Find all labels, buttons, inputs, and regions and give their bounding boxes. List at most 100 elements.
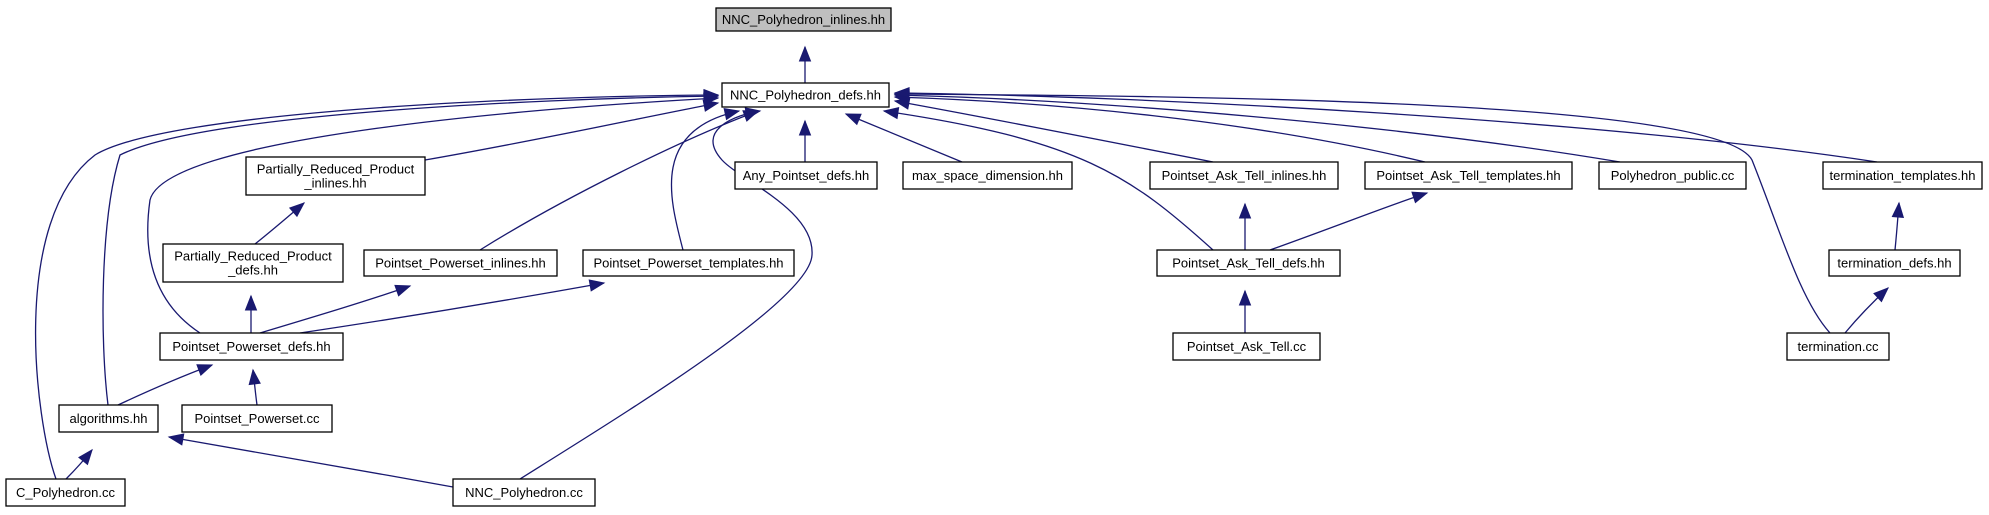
node-algorithms[interactable]: algorithms.hh	[58, 404, 159, 433]
node-box	[1156, 249, 1341, 277]
node-nnc-cc[interactable]: NNC_Polyhedron.cc	[452, 478, 596, 507]
edge-nnc_defs-to-nnc_inlines	[798, 45, 812, 83]
arrowhead-icon	[882, 106, 900, 120]
node-pat-inlines[interactable]: Pointset_Ask_Tell_inlines.hh	[1149, 161, 1339, 190]
node-label: Pointset_Ask_Tell_templates.hh	[1376, 168, 1560, 183]
arrowhead-icon	[893, 86, 910, 100]
edge-c_poly-to-algorithms	[65, 448, 93, 480]
node-label: Partially_Reduced_Product	[174, 249, 332, 264]
node-nnc-defs[interactable]: NNC_Polyhedron_defs.hh	[721, 82, 890, 108]
node-label: Pointset_Powerset_inlines.hh	[375, 256, 546, 271]
edge-pps_defs-to-pps_inlines	[259, 284, 412, 334]
arrowhead-icon	[1873, 287, 1890, 303]
node-label: NNC_Polyhedron_defs.hh	[730, 88, 881, 103]
node-pps-cc[interactable]: Pointset_Powerset.cc	[181, 404, 333, 433]
edge-pat_cc-to-pat_defs	[1238, 289, 1252, 333]
node-label: Pointset_Powerset.cc	[194, 411, 320, 426]
node-label: max_space_dimension.hh	[912, 168, 1063, 183]
node-box	[58, 404, 159, 433]
edge-prp_inlines-to-nnc_defs	[424, 99, 720, 161]
node-box	[1149, 161, 1339, 190]
edge-term_cc-to-term_defs	[1844, 287, 1890, 334]
arrowhead-icon	[78, 448, 93, 466]
node-box	[1822, 161, 1983, 190]
node-box	[715, 7, 892, 32]
arrowhead-icon	[244, 294, 258, 311]
node-label: NNC_Polyhedron.cc	[465, 485, 583, 500]
edge-c_poly-to-nnc_defs	[34, 88, 720, 480]
arrowhead-icon	[167, 433, 185, 446]
edge-prp_defs-to-prp_inlines	[254, 202, 306, 245]
node-label: Any_Pointset_defs.hh	[743, 168, 869, 183]
edge-pps_defs-to-prp_defs	[244, 294, 258, 333]
node-label: _inlines.hh	[303, 176, 366, 191]
node-box	[734, 161, 878, 190]
edge-term_templates-to-nnc_defs	[893, 86, 1878, 163]
node-nnc-inlines[interactable]: NNC_Polyhedron_inlines.hh	[715, 7, 892, 32]
arrowhead-icon	[703, 88, 720, 102]
edge-pps_defs-to-nnc_defs	[147, 92, 720, 334]
arrowhead-icon	[1411, 191, 1429, 204]
edge-any_pointset-to-nnc_defs	[798, 119, 812, 162]
arrowhead-icon	[588, 279, 606, 292]
arrowhead-icon	[1891, 201, 1905, 218]
node-label: Polyhedron_public.cc	[1611, 168, 1735, 183]
node-max-space[interactable]: max_space_dimension.hh	[902, 161, 1073, 190]
node-label: _defs.hh	[227, 263, 278, 278]
arrowhead-icon	[844, 113, 862, 126]
node-label: Pointset_Powerset_templates.hh	[593, 256, 783, 271]
node-box	[721, 82, 890, 108]
arrowhead-icon	[798, 45, 812, 62]
arrowhead-icon	[1238, 289, 1252, 306]
edge-term_cc-to-nnc_defs	[893, 87, 1831, 334]
node-box	[363, 249, 558, 277]
node-box	[162, 243, 344, 283]
node-box	[452, 478, 596, 507]
node-any-pointset[interactable]: Any_Pointset_defs.hh	[734, 161, 878, 190]
node-label: Pointset_Ask_Tell_inlines.hh	[1162, 168, 1327, 183]
arrowhead-icon	[288, 202, 306, 218]
edge-pat_defs-to-pat_templates	[1269, 191, 1429, 251]
node-pps-templates[interactable]: Pointset_Powerset_templates.hh	[582, 249, 795, 277]
node-box	[159, 332, 344, 361]
edge-pps_templates-to-nnc_defs	[670, 108, 741, 251]
node-term-defs[interactable]: termination_defs.hh	[1828, 249, 1961, 277]
arrowhead-icon	[744, 107, 762, 120]
node-box	[245, 156, 426, 196]
edge-pat_inlines-to-nnc_defs	[893, 97, 1214, 163]
arrowhead-icon	[196, 364, 214, 376]
edges-layer	[34, 45, 1905, 488]
node-poly-public[interactable]: Polyhedron_public.cc	[1598, 161, 1747, 190]
node-prp-inlines[interactable]: Partially_Reduced_Product_inlines.hh	[245, 156, 426, 196]
node-label: C_Polyhedron.cc	[16, 485, 115, 500]
node-label: termination_defs.hh	[1837, 256, 1951, 271]
edge-nnc_cc-to-algorithms	[167, 433, 454, 488]
node-label: Partially_Reduced_Product	[257, 162, 415, 177]
node-pps-defs[interactable]: Pointset_Powerset_defs.hh	[159, 332, 344, 361]
arrowhead-icon	[723, 108, 741, 121]
edge-max_space-to-nnc_defs	[844, 113, 963, 163]
edge-term_defs-to-term_templates	[1891, 201, 1905, 251]
node-pat-templates[interactable]: Pointset_Ask_Tell_templates.hh	[1364, 161, 1573, 190]
edge-pps_defs-to-pps_templates	[299, 279, 606, 334]
node-pat-defs[interactable]: Pointset_Ask_Tell_defs.hh	[1156, 249, 1341, 277]
edge-pps_cc-to-pps_defs	[248, 368, 261, 406]
node-box	[1828, 249, 1961, 277]
node-box	[902, 161, 1073, 190]
node-prp-defs[interactable]: Partially_Reduced_Product_defs.hh	[162, 243, 344, 283]
node-pps-inlines[interactable]: Pointset_Powerset_inlines.hh	[363, 249, 558, 277]
node-box	[1598, 161, 1747, 190]
node-label: Pointset_Ask_Tell.cc	[1187, 339, 1307, 354]
node-label: algorithms.hh	[69, 411, 147, 426]
node-pat-cc[interactable]: Pointset_Ask_Tell.cc	[1172, 332, 1321, 361]
node-label: Pointset_Ask_Tell_defs.hh	[1172, 256, 1324, 271]
node-box	[5, 478, 126, 507]
node-term-templates[interactable]: termination_templates.hh	[1822, 161, 1983, 190]
arrowhead-icon	[1238, 202, 1252, 219]
node-box	[1364, 161, 1573, 190]
node-term-cc[interactable]: termination.cc	[1786, 332, 1890, 361]
node-c-poly[interactable]: C_Polyhedron.cc	[5, 478, 126, 507]
node-label: Pointset_Powerset_defs.hh	[172, 339, 330, 354]
edge-poly_public-to-nnc_defs	[893, 89, 1621, 163]
